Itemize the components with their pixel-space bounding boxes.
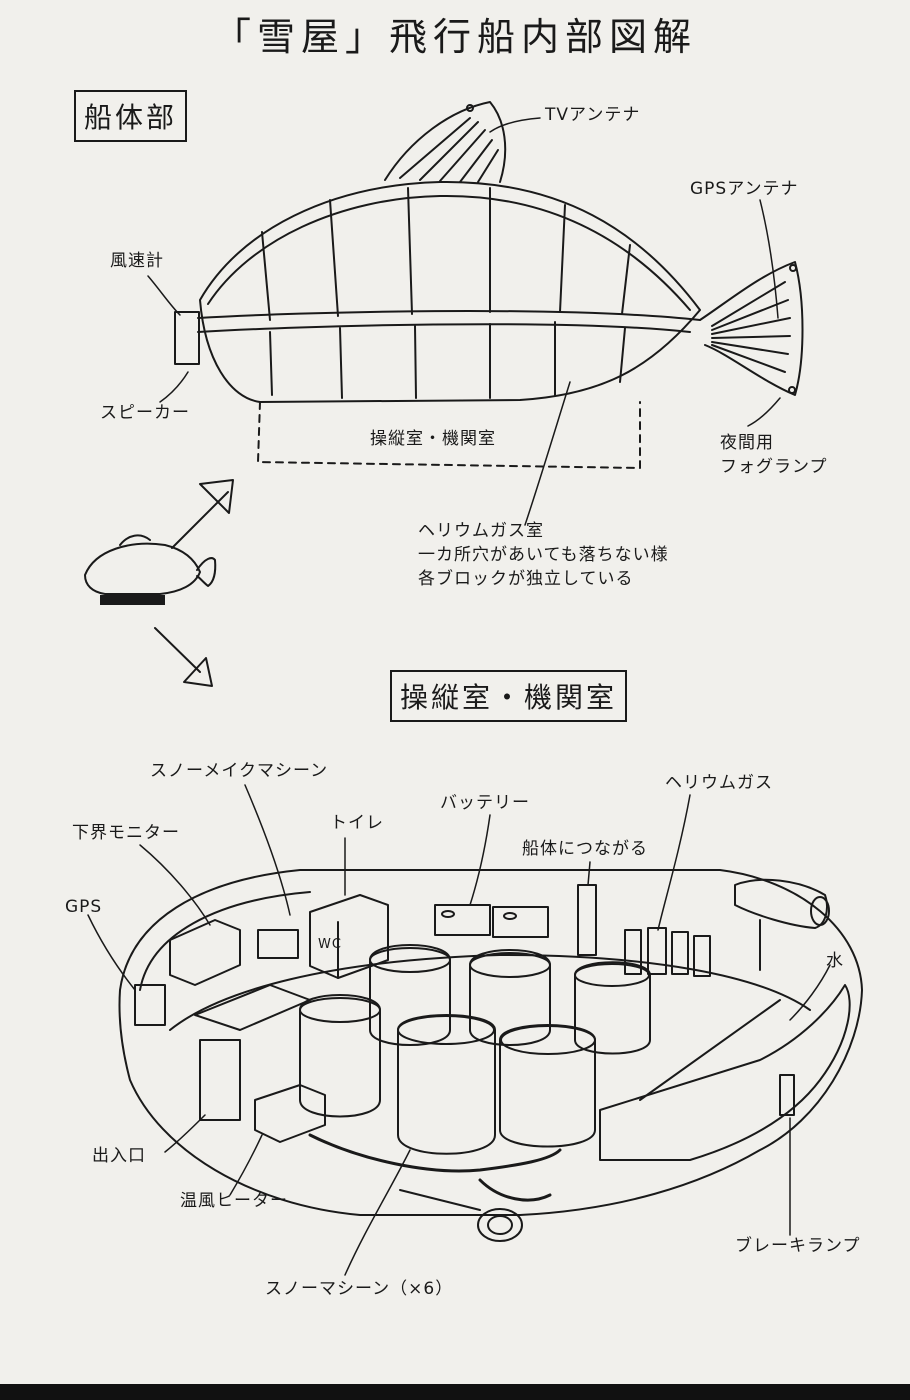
label-helium-2: 一カ所穴があいても落ちない様 (418, 545, 669, 565)
hull-leader-lines (147, 117, 781, 526)
label-gps-antenna: GPSアンテナ (690, 179, 799, 199)
label-helium-1: ヘリウムガス室 (418, 521, 544, 541)
arrows (154, 479, 234, 687)
label-night-lamp-2: フォグランプ (720, 457, 828, 477)
section-hull-header: 船体部 (74, 90, 188, 142)
label-water: 水 (826, 951, 844, 971)
airship-hull-drawing (174, 101, 804, 469)
page-title: 「雪屋」飛行船内部図解 (212, 15, 697, 59)
label-cabin-area: 操縦室・機関室 (370, 429, 496, 449)
label-snow-machine: スノーマシーン（×6） (265, 1279, 454, 1299)
label-helium-3: 各ブロックが独立している (418, 569, 634, 589)
label-speaker: スピーカー (100, 403, 190, 423)
label-helium-gas: ヘリウムガス (665, 773, 773, 793)
label-gps: GPS (65, 897, 103, 917)
mini-airship-drawing (84, 534, 217, 605)
cabin-leader-lines (87, 784, 831, 1276)
bottom-border (0, 1384, 910, 1400)
label-anemometer: 風速計 (110, 251, 164, 271)
section-cabin-header: 操縦室・機関室 (390, 670, 628, 722)
label-wc: WC (318, 937, 342, 952)
label-monitor: 下界モニター (72, 823, 180, 843)
label-battery: バッテリー (440, 793, 530, 813)
label-heater: 温風ヒーター (180, 1191, 288, 1211)
label-night-lamp-1: 夜間用 (720, 433, 774, 453)
label-hull-connect: 船体につながる (522, 839, 648, 859)
cabin-cutaway-drawing (118, 869, 863, 1242)
label-brake-lamp: ブレーキランプ (735, 1236, 861, 1256)
snow-machines (299, 944, 651, 1155)
label-tv-antenna: TVアンテナ (545, 105, 641, 125)
label-entrance: 出入口 (92, 1146, 146, 1166)
label-snow-make-machine: スノーメイクマシーン (150, 761, 329, 781)
label-toilet: トイレ (330, 813, 384, 833)
